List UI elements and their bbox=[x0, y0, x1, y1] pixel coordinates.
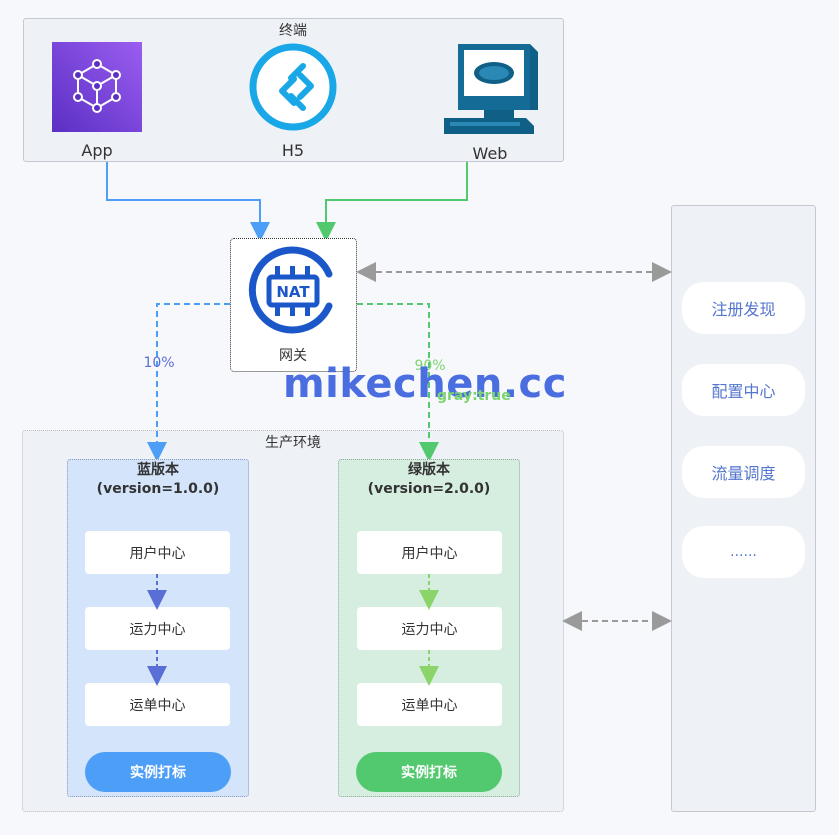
gateway-to-blue-line bbox=[147, 303, 230, 462]
cube-icon bbox=[52, 42, 142, 132]
green-service-user-center: 用户中心 bbox=[357, 531, 502, 574]
app-label: App bbox=[81, 141, 113, 160]
blue-tag-instance-button[interactable]: 实例打标 bbox=[85, 752, 231, 792]
green-service-capacity-center: 运力中心 bbox=[357, 607, 502, 650]
green-version-name: 绿版本 bbox=[408, 462, 450, 478]
blue-version-name: 蓝版本 bbox=[137, 462, 179, 478]
infra-item-config-center: 配置中心 bbox=[682, 364, 805, 416]
green-version-number: (version=2.0.0) bbox=[367, 481, 491, 497]
blue-service-user-center: 用户中心 bbox=[85, 531, 230, 574]
infra-item-more: ...... bbox=[682, 526, 805, 578]
app-to-gateway-line bbox=[106, 162, 270, 242]
green-traffic-percent: 90% bbox=[414, 358, 446, 374]
blue-traffic-percent: 10% bbox=[143, 355, 175, 371]
nat-icon-text: NAT bbox=[276, 283, 310, 301]
green-route-tag: gray:true bbox=[437, 388, 511, 404]
remote-desktop-icon bbox=[247, 41, 339, 133]
computer-terminal-icon bbox=[444, 40, 538, 134]
web-label: Web bbox=[472, 144, 508, 163]
nat-gateway-icon: NAT bbox=[247, 244, 339, 336]
green-service-waybill-center: 运单中心 bbox=[357, 683, 502, 726]
green-tag-instance-button[interactable]: 实例打标 bbox=[356, 752, 502, 792]
web-to-gateway-line bbox=[316, 162, 468, 242]
gateway-label: 网关 bbox=[279, 348, 307, 364]
terminal-title: 终端 bbox=[279, 23, 307, 39]
blue-service-capacity-center: 运力中心 bbox=[85, 607, 230, 650]
infra-item-service-discovery: 注册发现 bbox=[682, 282, 805, 334]
production-title: 生产环境 bbox=[265, 435, 321, 451]
blue-service-waybill-center: 运单中心 bbox=[85, 683, 230, 726]
watermark-text: mikechen.cc bbox=[283, 361, 567, 407]
infra-item-traffic-scheduling: 流量调度 bbox=[682, 446, 805, 498]
h5-label: H5 bbox=[281, 141, 305, 160]
blue-version-number: (version=1.0.0) bbox=[96, 481, 220, 497]
gateway-to-green-line bbox=[357, 303, 439, 462]
